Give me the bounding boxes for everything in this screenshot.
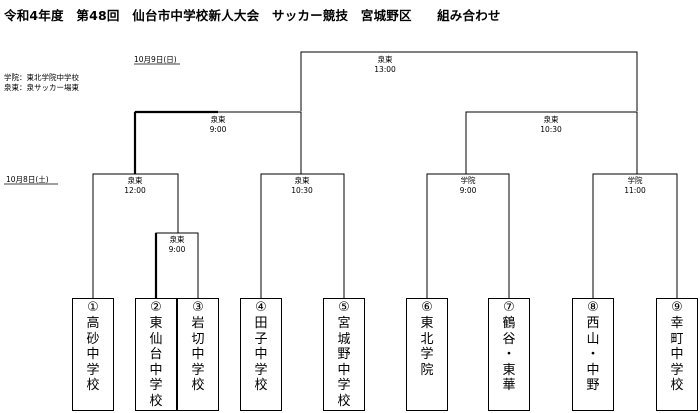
team-name: 高砂中学校: [86, 316, 100, 393]
team-box-8: ⑧ 西山・中野: [572, 298, 614, 411]
date-day1: 10月8日(土): [6, 175, 49, 184]
semi-left-time: 9:00: [209, 125, 227, 134]
qf4-match-label: 学院 11:00: [605, 176, 665, 196]
team-number: ③: [192, 300, 204, 315]
r1-match-label: 泉東 9:00: [147, 235, 207, 255]
semi-left-match-label: 泉東 9:00: [188, 115, 248, 135]
date-day2: 10月9日(日): [134, 55, 177, 64]
team-number: ⑥: [421, 300, 433, 315]
team-name: 鶴谷・東華: [502, 316, 516, 393]
team-name: 田子中学校: [254, 316, 268, 393]
team-box-6: ⑥ 東北学院: [406, 298, 448, 411]
team-name: 宮城野中学校: [337, 316, 351, 409]
team-number: ②: [150, 300, 162, 315]
team-number: ①: [87, 300, 99, 315]
semi-right-bracket-line: [465, 111, 638, 174]
team-name: 東北学院: [420, 316, 434, 378]
final-time: 13:00: [374, 65, 396, 74]
qf4-bracket-line: [592, 173, 678, 298]
qf3-match-label: 学院 9:00: [438, 176, 498, 196]
team-box-7: ⑦ 鶴谷・東華: [488, 298, 530, 411]
qf1-time: 12:00: [124, 186, 146, 195]
qf2-venue: 泉東: [294, 176, 310, 185]
r1-venue: 泉東: [169, 235, 185, 244]
team-box-9: ⑨ 幸町中学校: [656, 298, 698, 411]
qf1-match-label: 泉東 12:00: [105, 176, 165, 196]
team-number: ⑤: [338, 300, 350, 315]
qf1-venue: 泉東: [127, 176, 143, 185]
semi-right-match-label: 泉東 10:30: [521, 115, 581, 135]
qf4-venue: 学院: [627, 176, 643, 185]
qf1-bracket-line: [92, 173, 179, 298]
semi-right-venue: 泉東: [543, 115, 559, 124]
team-name: 西山・中野: [586, 316, 600, 393]
legend-field: 泉東：泉サッカー場東: [4, 83, 79, 92]
team-box-4: ④ 田子中学校: [240, 298, 282, 411]
team-number: ④: [255, 300, 267, 315]
team-box-1: ① 高砂中学校: [72, 298, 114, 411]
qf2-match-label: 泉東 10:30: [272, 176, 332, 196]
qf2-time: 10:30: [291, 186, 313, 195]
r1-time: 9:00: [168, 245, 186, 254]
semi-right-time: 10:30: [540, 125, 562, 134]
qf3-venue: 学院: [460, 176, 476, 185]
semi-left-venue: 泉東: [210, 115, 226, 124]
team-number: ⑧: [587, 300, 599, 315]
qf2-bracket-line: [260, 173, 345, 298]
team-box-2: ② 東仙台中学校: [135, 298, 177, 411]
team-number: ⑨: [671, 300, 683, 315]
team-name: 幸町中学校: [670, 316, 684, 393]
team-box-5: ⑤ 宮城野中学校: [323, 298, 365, 411]
final-match-label: 泉東 13:00: [355, 55, 415, 75]
page-title: 令和4年度 第48回 仙台市中学校新人大会 サッカー競技 宮城野区 組み合わせ: [4, 8, 501, 23]
team-number: ⑦: [503, 300, 515, 315]
qf3-bracket-line: [426, 173, 510, 298]
final-venue: 泉東: [377, 55, 393, 64]
team-name: 東仙台中学校: [149, 316, 163, 409]
qf4-time: 11:00: [624, 186, 646, 195]
final-bracket-line: [300, 51, 638, 111]
team-name: 岩切中学校: [191, 316, 205, 393]
qf3-time: 9:00: [459, 186, 477, 195]
legend-school: 学院：東北学院中学校: [4, 73, 79, 82]
team-box-3: ③ 岩切中学校: [177, 298, 219, 411]
